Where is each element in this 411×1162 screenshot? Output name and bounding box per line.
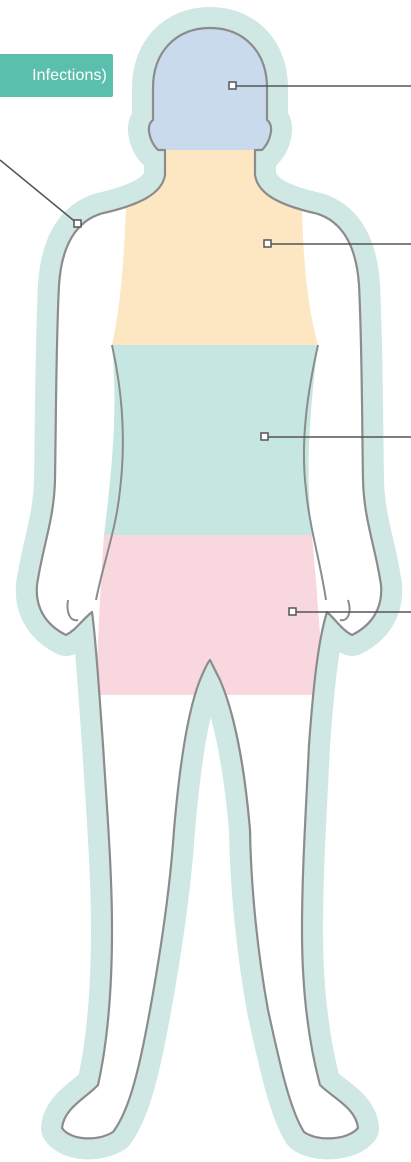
head-square-marker-icon[interactable] xyxy=(229,82,236,89)
abdomen-square-marker-icon[interactable] xyxy=(261,433,268,440)
skin-callout-tag[interactable]: Infections) xyxy=(0,54,113,97)
chest-square-marker-icon[interactable] xyxy=(264,240,271,247)
skin-square-marker-icon[interactable] xyxy=(74,220,81,227)
pelvis-square-marker-icon[interactable] xyxy=(289,608,296,615)
skin-callout-label: Infections) xyxy=(32,67,107,85)
skin-leader-line xyxy=(0,160,78,224)
abdomen-zone xyxy=(104,345,318,535)
